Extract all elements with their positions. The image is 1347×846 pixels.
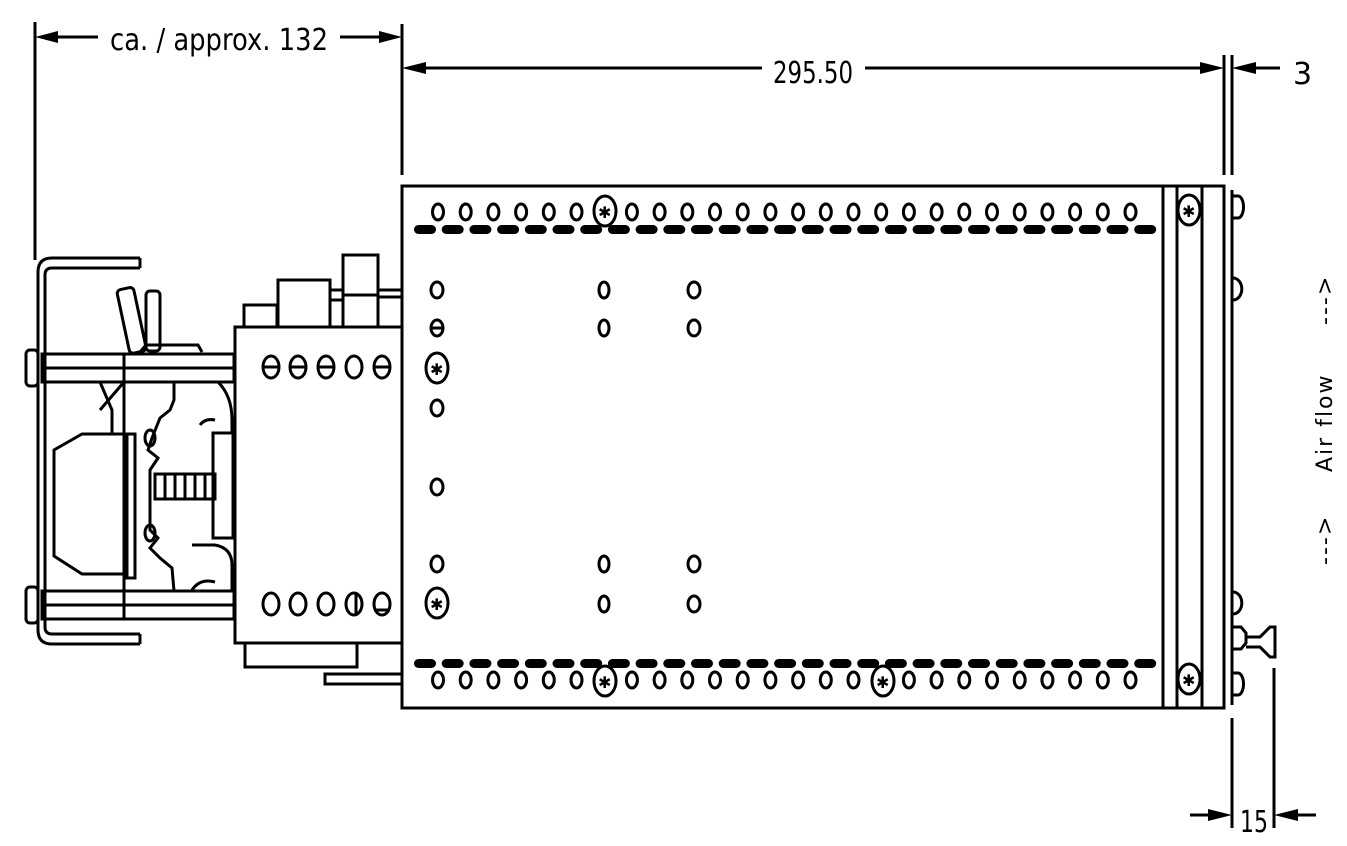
dimension-approx-132: ca. / approx. 132	[33, 22, 404, 260]
screw-icon: ✱	[1176, 193, 1202, 227]
dimension-295-50: 295.50	[402, 56, 1224, 91]
dimension-3: 3	[1222, 55, 1312, 175]
airflow-arrow-left: --->	[1313, 515, 1338, 565]
dimension-label-295-50: 295.50	[773, 56, 853, 91]
svg-text:✱: ✱	[876, 673, 889, 692]
front-panel-hardware	[1232, 194, 1245, 697]
screw-icon: ✱	[424, 351, 450, 385]
handle-icon	[1233, 625, 1277, 659]
svg-text:✱: ✱	[598, 673, 611, 692]
screw-icon: ✱	[592, 664, 618, 698]
adapter-box-holes	[261, 354, 392, 617]
interior-holes	[429, 280, 702, 614]
svg-text:✱: ✱	[598, 203, 611, 222]
dimension-label-3: 3	[1293, 57, 1312, 92]
bottom-rail-holes	[431, 670, 1138, 690]
top-rail-holes	[431, 202, 1138, 222]
screw-icon: ✱	[592, 194, 618, 228]
airflow-annotation: ---> Air flow --->	[1313, 275, 1338, 565]
svg-text:✱: ✱	[1182, 202, 1195, 221]
screw-icon: ✱	[424, 586, 450, 620]
top-rail-slots	[414, 225, 1157, 234]
svg-text:✱: ✱	[430, 360, 443, 379]
dimension-15: 15	[1190, 668, 1316, 840]
enclosure-body	[400, 184, 1234, 710]
screw-icon: ✱	[1176, 662, 1202, 696]
adapter-box	[233, 253, 404, 686]
bottom-rail-slots	[414, 659, 1157, 668]
airflow-arrow-right: --->	[1313, 275, 1338, 325]
connector-module	[52, 380, 235, 592]
airflow-label: Air flow	[1313, 373, 1338, 472]
screw-icon: ✱	[870, 664, 896, 698]
toggle-switch-icon	[115, 286, 204, 355]
dimension-label-approx-132: ca. / approx. 132	[110, 23, 328, 58]
svg-text:✱: ✱	[430, 595, 443, 614]
svg-text:✱: ✱	[1182, 671, 1195, 690]
dimension-label-15: 15	[1240, 805, 1268, 840]
mounting-bracket	[24, 256, 142, 646]
